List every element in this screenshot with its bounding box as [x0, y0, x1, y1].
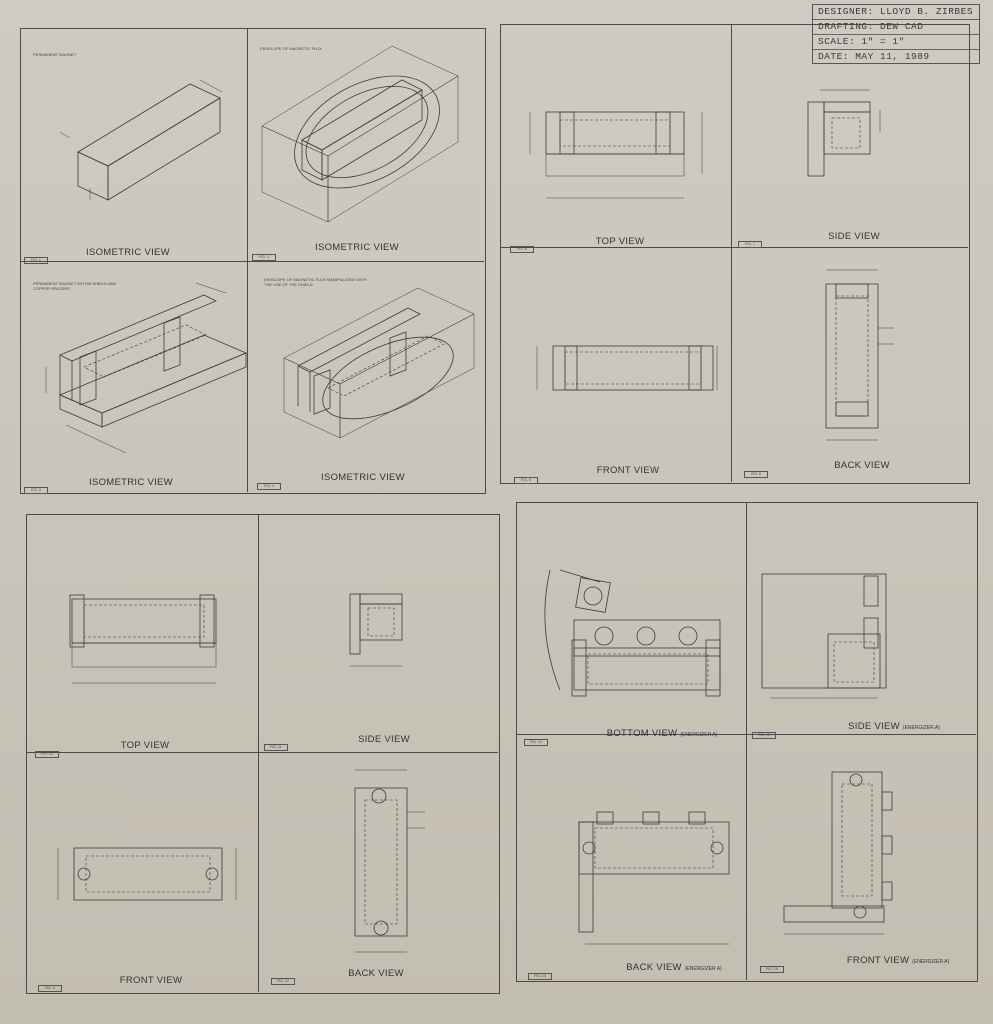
- figure-number: FIG. 6: [510, 246, 534, 253]
- panel-title-suffix: (ENERGIZER A): [684, 966, 722, 972]
- date-line: DATE: MAY 11, 1989: [818, 51, 930, 62]
- side-view-assembly-drawing: [349, 593, 403, 667]
- isometric-magnet-drawing: [59, 79, 223, 201]
- panel-title-text: BOTTOM VIEW: [606, 728, 678, 739]
- panel-title: FRONT VIEW (ENERGIZER A): [847, 955, 949, 966]
- panel-title: BACK VIEW: [834, 460, 890, 471]
- divider: [746, 502, 747, 980]
- top-view-shield-drawing: [529, 111, 703, 199]
- divider: [247, 28, 248, 492]
- figure-number: FIG. 15: [752, 732, 776, 739]
- panel-note: ENVELOPE OF MAGNETIC FLUX MANIPULATED WI…: [264, 277, 367, 287]
- panel-title: ISOMETRIC VIEW: [86, 247, 170, 258]
- figure-number: FIG. 13: [528, 973, 552, 980]
- front-view-energizer-drawing: [783, 771, 893, 935]
- figure-number: FIG. 12: [271, 978, 295, 985]
- panel-title: FRONT VIEW: [596, 465, 660, 476]
- figure-number: FIG. 8: [744, 471, 768, 478]
- back-view-energizer-drawing: [578, 811, 730, 945]
- figure-number: FIG. 2: [252, 254, 276, 261]
- scale-line: SCALE: 1" = 1": [813, 35, 979, 50]
- figure-number: FIG. 14: [524, 739, 548, 746]
- panel-title: ISOMETRIC VIEW: [315, 242, 399, 253]
- isometric-shielded-magnet-drawing: [45, 282, 248, 454]
- figure-number: FIG. 1: [24, 257, 48, 264]
- divider: [20, 261, 484, 262]
- figure-number: FIG. 7: [738, 241, 762, 248]
- panel-title-suffix: (ENERGIZER A): [902, 725, 940, 731]
- isometric-flux-envelope-drawing: [261, 45, 459, 223]
- panel-note: PERMANENT MAGNET WITHIN SHIELD AND COPPE…: [33, 281, 117, 291]
- panel-title-suffix: (ENERGIZER A): [680, 732, 718, 738]
- panel-note: PERMANENT MAGNET: [33, 52, 77, 57]
- side-view-shield-drawing: [807, 89, 881, 177]
- panel-title: SIDE VIEW (ENERGIZER A): [848, 721, 940, 732]
- quadrant-energizer: [516, 502, 978, 982]
- figure-number: FIG. 11: [264, 744, 288, 751]
- side-view-energizer-drawing: [761, 573, 887, 699]
- designer-line: DESIGNER: LLOYD B. ZIRBES: [813, 5, 979, 20]
- panel-title: FRONT VIEW: [119, 975, 183, 986]
- front-view-assembly-drawing: [57, 847, 237, 901]
- title-block: DESIGNER: LLOYD B. ZIRBES DRAFTING: DEW …: [812, 4, 980, 64]
- panel-title: BOTTOM VIEW (ENERGIZER A): [607, 728, 718, 739]
- panel-title: SIDE VIEW: [358, 734, 410, 745]
- front-view-shield-drawing: [536, 345, 718, 391]
- panel-title-suffix: (ENERGIZER A): [912, 959, 950, 965]
- figure-number: FIG. 4: [257, 483, 281, 490]
- panel-title: TOP VIEW: [595, 236, 645, 247]
- isometric-manipulated-flux-drawing: [283, 287, 475, 439]
- quadrant-orthographic-assembly: [26, 514, 500, 994]
- figure-number: FIG. 16: [760, 966, 784, 973]
- back-view-assembly-drawing: [354, 769, 425, 953]
- panel-note: ENVELOPE OF MAGNETIC FLUX: [260, 46, 322, 51]
- divider: [500, 247, 968, 248]
- divider: [516, 734, 976, 735]
- panel-title-text: BACK VIEW: [626, 962, 682, 973]
- panel-title: ISOMETRIC VIEW: [89, 477, 173, 488]
- back-view-shield-drawing: [825, 269, 894, 441]
- figure-number: FIG. 9: [38, 985, 62, 992]
- panel-title-text: FRONT VIEW: [846, 955, 910, 966]
- figure-number: FIG. 10: [35, 751, 59, 758]
- panel-title: TOP VIEW: [120, 740, 170, 751]
- panel-title-text: SIDE VIEW: [848, 721, 900, 732]
- panel-title: SIDE VIEW: [828, 231, 880, 242]
- bottom-view-energizer-drawing: [544, 569, 721, 697]
- figure-number: FIG. 5: [514, 477, 538, 484]
- divider: [26, 752, 498, 753]
- panel-title: BACK VIEW (ENERGIZER A): [626, 962, 721, 973]
- panel-title: ISOMETRIC VIEW: [321, 472, 405, 483]
- figure-number: FIG. 3: [24, 487, 48, 494]
- quadrant-orthographic-shield: [500, 24, 970, 484]
- top-view-assembly-drawing: [69, 594, 217, 684]
- panel-title: BACK VIEW: [348, 968, 404, 979]
- divider: [731, 24, 732, 482]
- divider: [258, 514, 259, 992]
- drafting-line: DRAFTING: DEW CAD: [813, 20, 979, 35]
